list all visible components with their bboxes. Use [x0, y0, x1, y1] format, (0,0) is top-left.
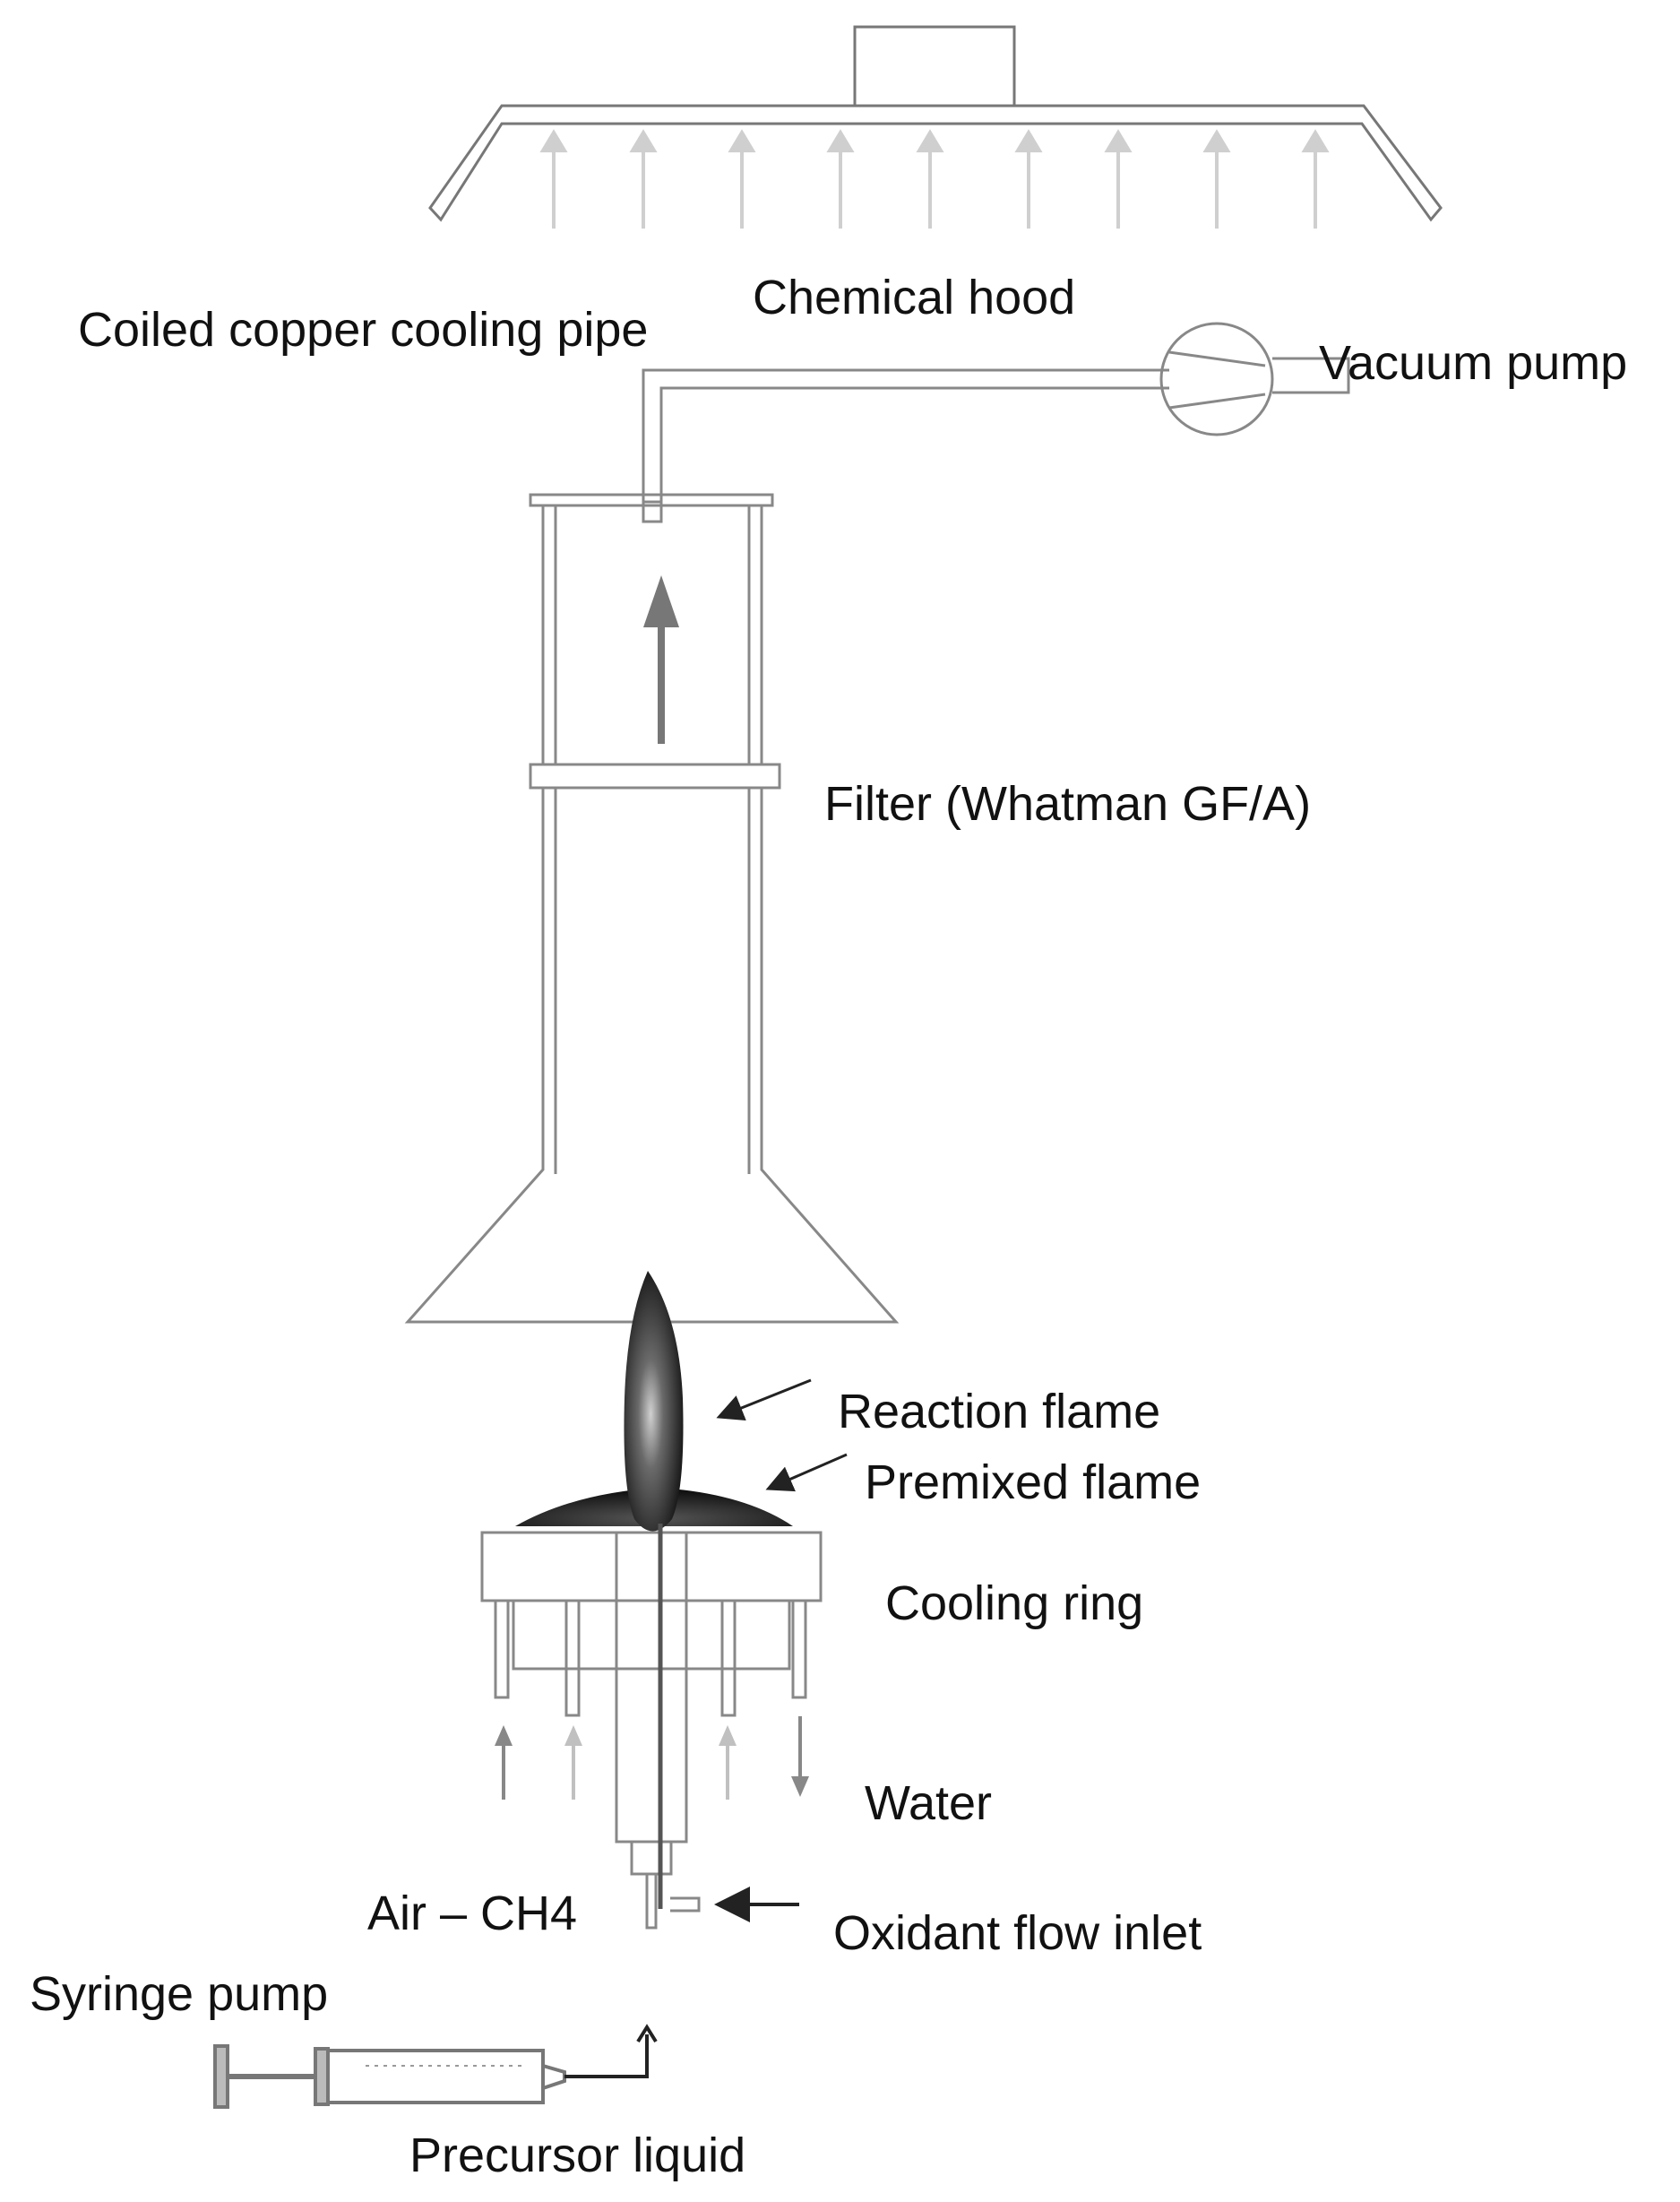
- cooling-ring-housing: [512, 1599, 791, 1671]
- label-chemical-hood: Chemical hood: [753, 271, 1076, 324]
- label-precursor-liquid: Precursor liquid: [409, 2129, 746, 2182]
- vacuum-pump-housing: [1159, 322, 1274, 436]
- filter-holder: [529, 763, 781, 790]
- vacuum-pump: [1159, 322, 1350, 436]
- pointer-arrows: [714, 1378, 848, 1922]
- syringe-pump: [213, 2024, 658, 2109]
- syringe-barrel: [326, 2049, 545, 2104]
- label-filter: Filter (Whatman GF/A): [824, 777, 1312, 831]
- exhaust-flow-arrow: [643, 575, 679, 744]
- hood-canopy: [428, 104, 1443, 222]
- syringe-plunger-handle: [213, 2044, 229, 2109]
- chamber-lid: [529, 493, 774, 507]
- label-cooling-ring: Cooling ring: [885, 1576, 1144, 1630]
- reaction-flame: [624, 1271, 684, 1532]
- label-coiled-copper-pipe: Coiled copper cooling pipe: [78, 303, 649, 357]
- label-water: Water: [865, 1776, 993, 1830]
- burner-assembly: [480, 1524, 823, 1930]
- copper-cooling-pipe: [642, 368, 1169, 523]
- label-reaction-flame: Reaction flame: [838, 1385, 1161, 1438]
- hood-airflow-arrows: [539, 129, 1330, 229]
- label-premixed-flame: Premixed flame: [865, 1455, 1202, 1509]
- cooling-ring-top: [480, 1531, 823, 1602]
- label-oxidant-inlet: Oxidant flow inlet: [833, 1906, 1202, 1960]
- label-vacuum-pump: Vacuum pump: [1319, 336, 1628, 390]
- hood-exhaust-box: [853, 25, 1016, 108]
- flames: [515, 1271, 793, 1532]
- chamber-body: [404, 505, 900, 1324]
- label-syringe-pump: Syringe pump: [30, 1967, 329, 2021]
- water-flow-arrows: [495, 1716, 809, 1800]
- label-air-ch4: Air – CH4: [367, 1887, 578, 1940]
- chemical-hood: [428, 25, 1443, 229]
